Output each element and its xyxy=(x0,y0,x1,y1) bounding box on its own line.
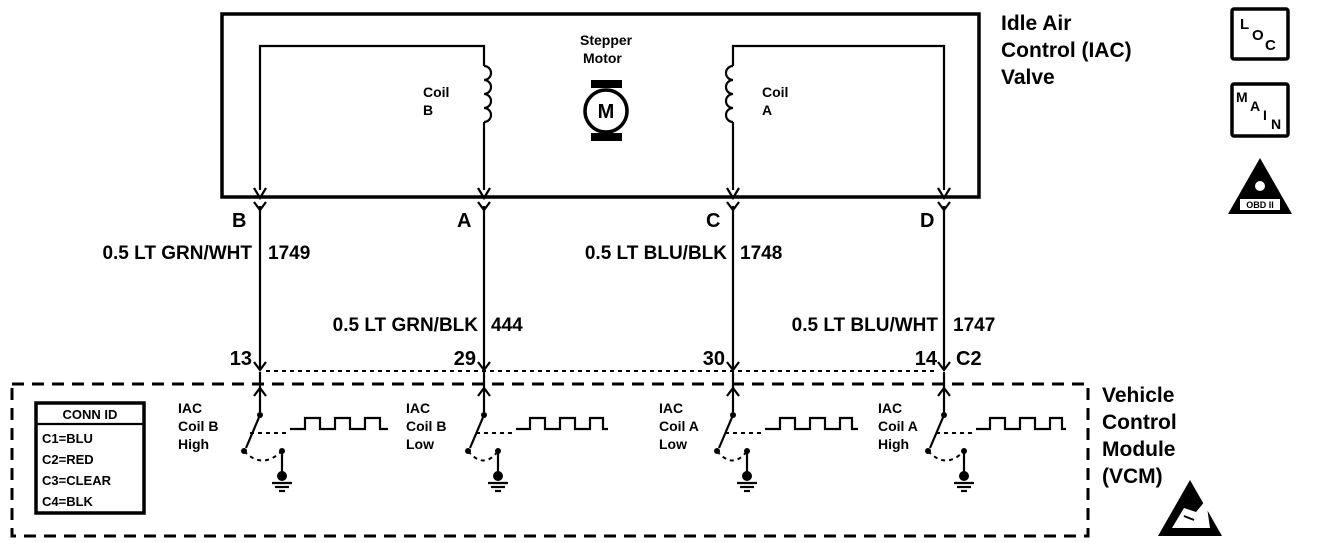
pulse-waveform-icon xyxy=(290,416,388,431)
stepper-motor-label-2: Motor xyxy=(583,50,622,66)
main-letter: M xyxy=(1236,89,1248,105)
driver-label: Low xyxy=(659,436,687,452)
pulse-waveform-icon xyxy=(765,416,858,431)
stepper-motor: Stepper Motor M xyxy=(580,32,633,141)
coil-b-label-1: Coil xyxy=(423,84,449,100)
arrow-icon xyxy=(477,187,491,201)
driver-label: IAC xyxy=(878,400,902,416)
arrow-icon xyxy=(253,187,267,201)
pin-chevron xyxy=(937,361,951,372)
coil-b-label-2: B xyxy=(423,102,433,118)
loc-icon: L O C xyxy=(1230,7,1290,61)
main-letter: N xyxy=(1271,116,1281,132)
iac-valve-box xyxy=(220,12,981,199)
loc-letter: C xyxy=(1265,37,1276,54)
terminal-d-letter: D xyxy=(920,210,934,232)
ground-icon xyxy=(277,471,287,481)
switch-icon xyxy=(244,414,262,449)
driver-label: IAC xyxy=(659,400,683,416)
coil-a-label-1: Coil xyxy=(762,84,788,100)
coil-a-label-2: A xyxy=(762,102,772,118)
connector-c2-label: C2 xyxy=(956,348,982,370)
driver-coil-b-high: IAC Coil B High xyxy=(178,372,388,493)
obd-text: OBD II xyxy=(1246,200,1274,210)
wire-a-color: 0.5 LT GRN/BLK xyxy=(333,315,479,336)
conn-id-table: CONN ID C1=BLU C2=RED C3=CLEAR C4=BLK xyxy=(34,401,146,515)
vcm-pin-14: 14 xyxy=(915,348,938,370)
wire-a-circuit: 444 xyxy=(491,315,523,336)
driver-coil-a-high: IAC Coil A High xyxy=(878,372,1066,493)
wire-d-circuit: 1747 xyxy=(953,315,995,336)
iac-title-3: Valve xyxy=(1001,66,1055,89)
motor-brush-top xyxy=(591,80,622,88)
driver-label: Coil B xyxy=(406,418,446,434)
motor-brush-bottom xyxy=(591,133,622,141)
pin-chevron xyxy=(253,361,267,372)
conn-id-row: C4=BLK xyxy=(42,494,94,509)
coil-b-winding-icon xyxy=(483,64,493,124)
driver-coil-a-low: IAC Coil A Low xyxy=(659,372,858,493)
conn-id-row: C1=BLU xyxy=(42,431,93,446)
switch-icon xyxy=(928,414,946,449)
conn-id-row: C3=CLEAR xyxy=(42,473,112,488)
terminal-b-letter: B xyxy=(232,210,246,232)
terminal-c-letter: C xyxy=(706,210,720,232)
wire-c-color: 0.5 LT BLU/BLK xyxy=(585,243,727,264)
wire-b-color: 0.5 LT GRN/WHT xyxy=(102,243,252,264)
iac-title-2: Control (IAC) xyxy=(1001,39,1132,62)
ground-icon xyxy=(493,471,503,481)
wire-d-color: 0.5 LT BLU/WHT xyxy=(792,315,939,336)
stepper-motor-label-1: Stepper xyxy=(580,32,633,48)
vcm-box xyxy=(10,382,1090,538)
conn-id-title: CONN ID xyxy=(63,407,118,422)
driver-label: IAC xyxy=(406,400,430,416)
obd-ii-icon: OBD II xyxy=(1228,158,1292,214)
pulse-waveform-icon xyxy=(976,416,1066,431)
coil-a-winding-icon xyxy=(724,64,734,124)
wire-c-circuit: 1748 xyxy=(740,243,782,264)
motor-icon xyxy=(583,88,629,134)
coil-b-circuit: Coil B xyxy=(253,44,493,201)
main-letter: A xyxy=(1250,98,1260,114)
wire-b-circuit: 1749 xyxy=(268,243,310,264)
ground-icon xyxy=(959,471,969,481)
driver-label: High xyxy=(178,436,209,452)
main-icon: M A I N xyxy=(1230,82,1290,138)
vcm-title-3: Module xyxy=(1102,438,1176,461)
pulse-waveform-icon xyxy=(516,416,608,431)
driver-label: Low xyxy=(406,436,434,452)
loc-letter: L xyxy=(1240,16,1249,33)
driver-label: Coil B xyxy=(178,418,218,434)
terminal-a-letter: A xyxy=(457,210,471,232)
driver-label: Coil A xyxy=(659,418,699,434)
vcm-pin-13: 13 xyxy=(230,348,252,370)
arrow-icon xyxy=(937,187,951,201)
vcm-title-4: (VCM) xyxy=(1102,465,1163,488)
loc-letter: O xyxy=(1252,27,1264,44)
vcm-pin-29: 29 xyxy=(454,348,476,370)
vcm-pin-30: 30 xyxy=(703,348,725,370)
switch-icon xyxy=(717,414,735,449)
conn-id-row: C2=RED xyxy=(42,452,94,467)
ground-icon xyxy=(742,471,752,481)
driver-label: Coil A xyxy=(878,418,918,434)
driver-label: IAC xyxy=(178,400,202,416)
esd-warning-icon xyxy=(1158,480,1222,536)
arrow-icon xyxy=(726,187,740,201)
driver-coil-b-low: IAC Coil B Low xyxy=(406,372,608,493)
driver-label: High xyxy=(878,436,909,452)
main-letter: I xyxy=(1263,107,1267,123)
vcm-title-1: Vehicle xyxy=(1102,384,1174,407)
vcm-title-2: Control xyxy=(1102,411,1177,434)
iac-title-1: Idle Air xyxy=(1001,12,1071,35)
motor-symbol: M xyxy=(598,101,615,123)
switch-icon xyxy=(468,414,486,449)
coil-a-circuit: Coil A xyxy=(724,44,951,201)
